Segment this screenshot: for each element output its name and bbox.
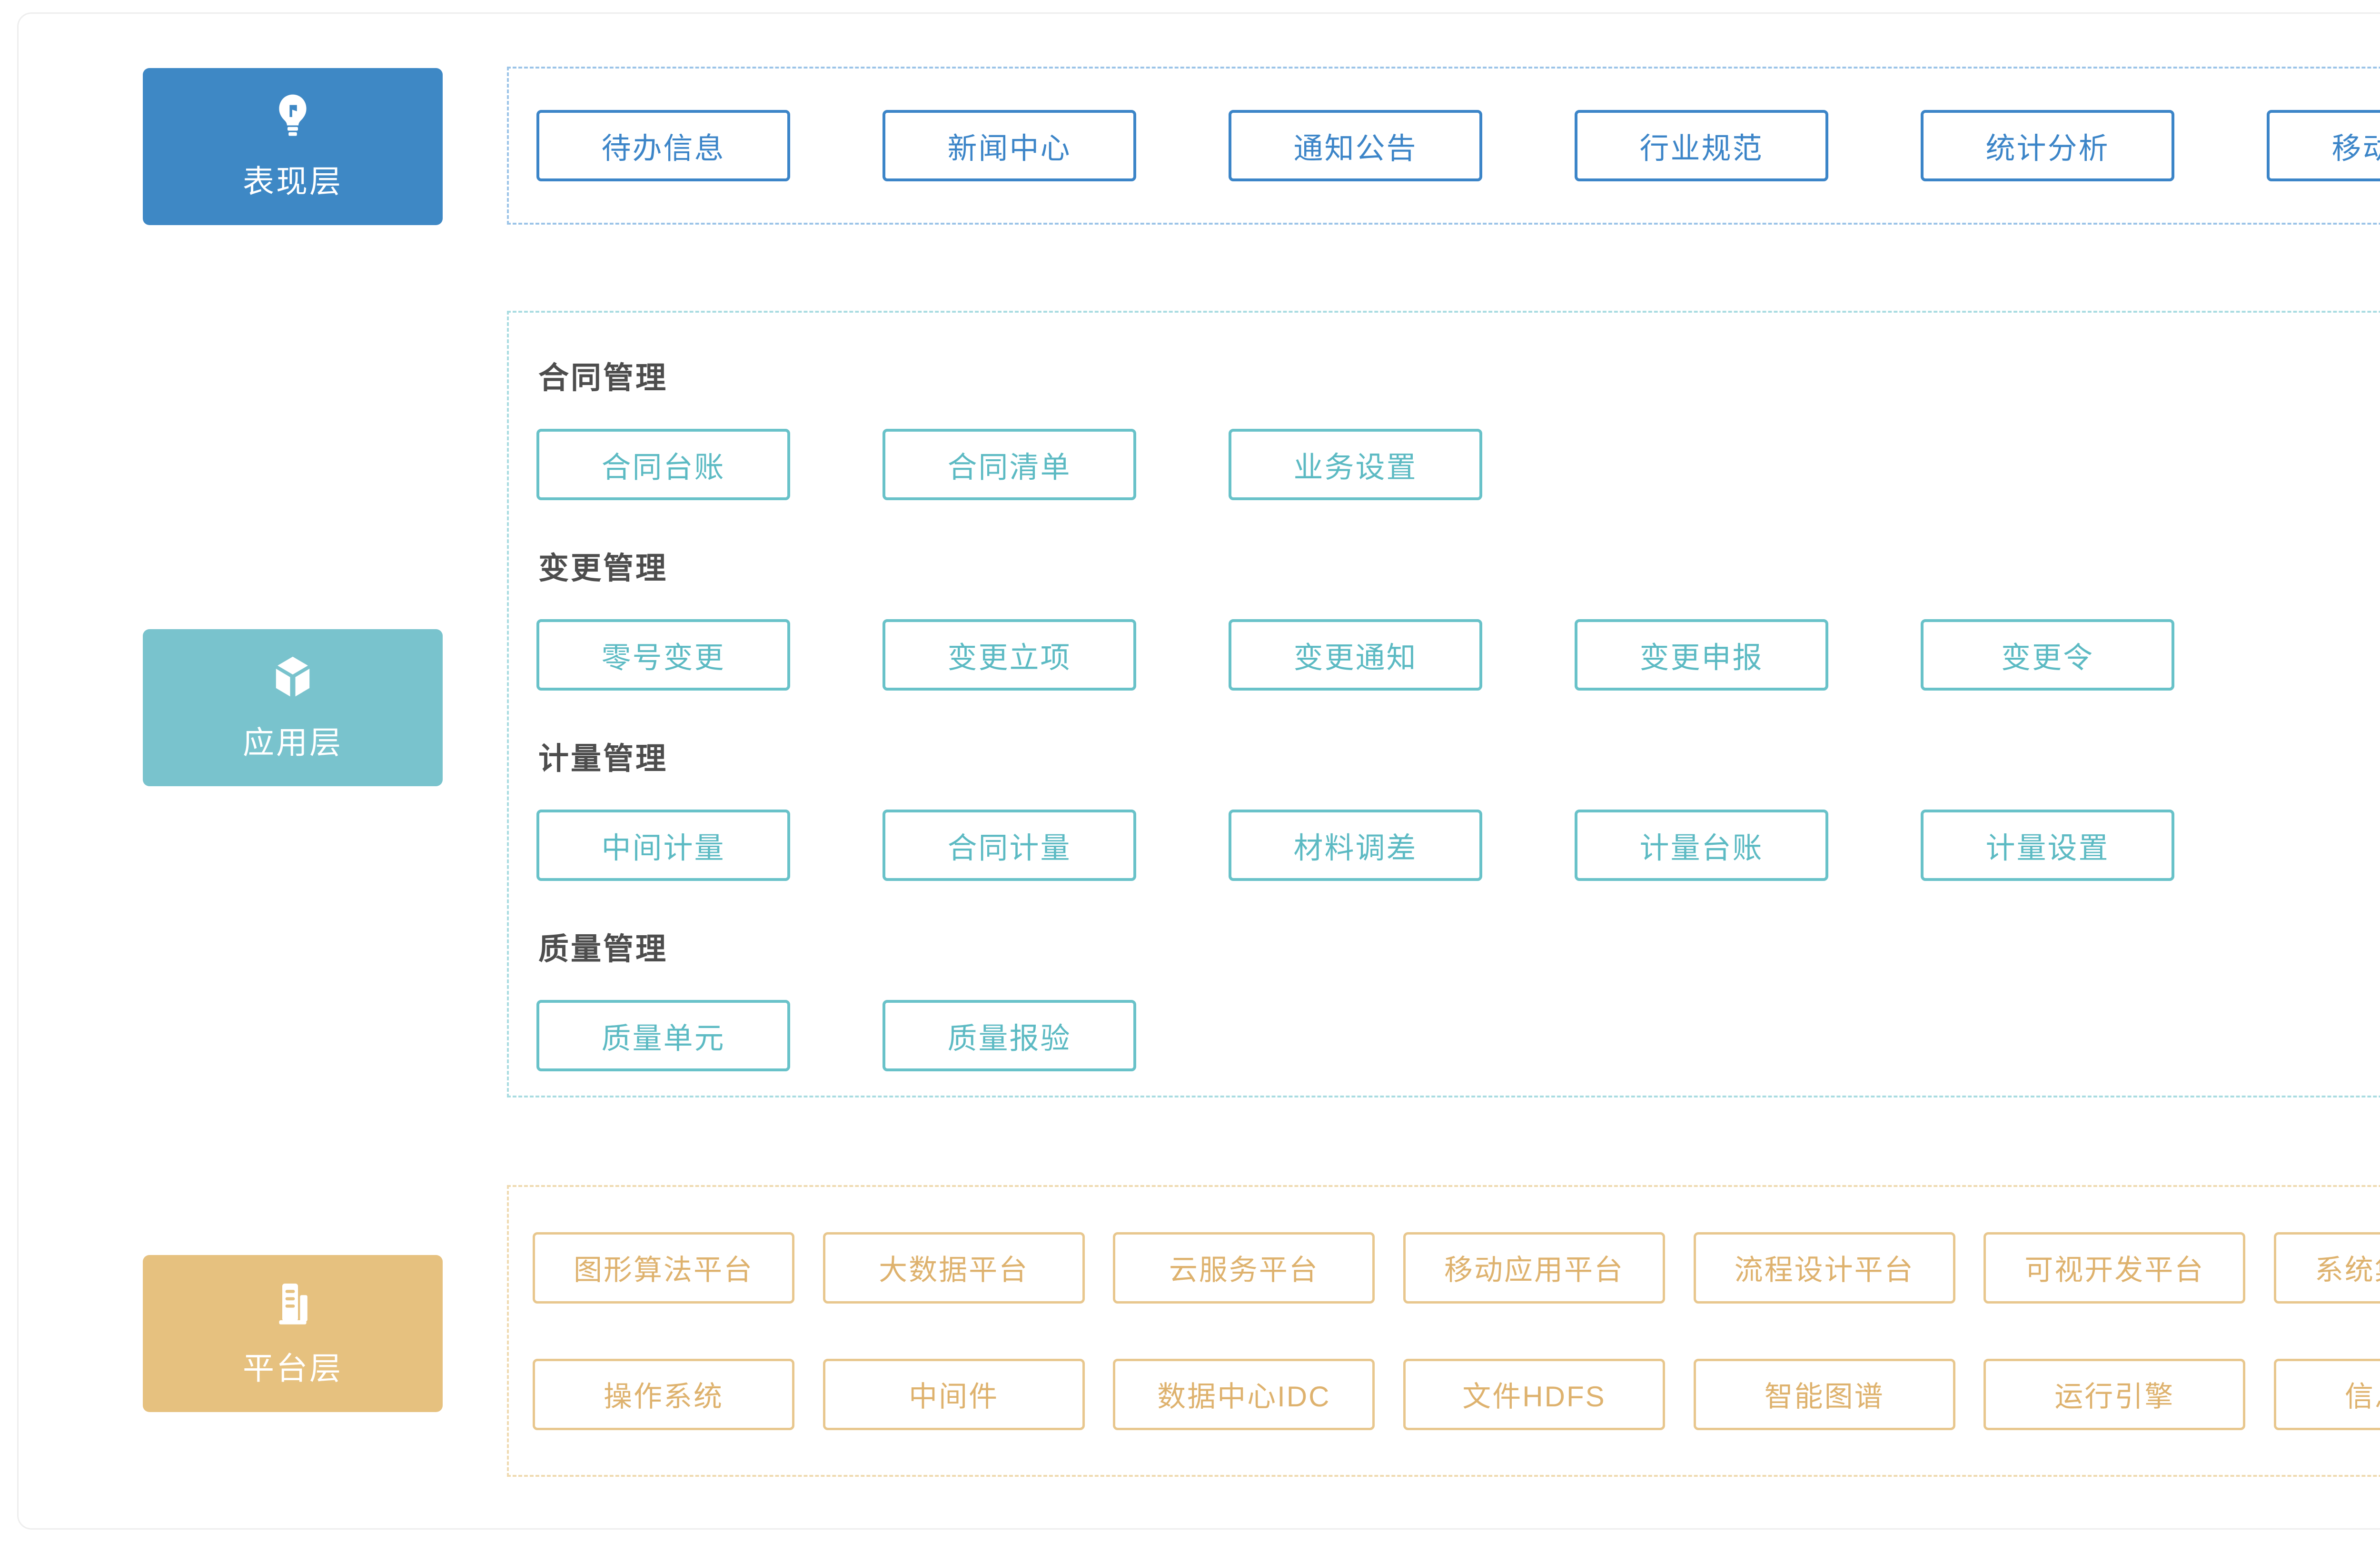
module-chip[interactable]: 运行引擎	[1983, 1358, 2246, 1430]
module-chip[interactable]: 材料调差	[1229, 810, 1482, 881]
module-chip[interactable]: 待办信息	[536, 110, 790, 181]
group-title: 计量管理	[538, 741, 668, 776]
group-row: 质量单元 质量报验	[536, 1000, 2380, 1071]
module-group: 计量管理 中间计量 合同计量 材料调差 计量台账 计量设置	[536, 734, 2380, 881]
module-chip[interactable]: 移动应用平台	[1403, 1232, 1665, 1304]
module-chip[interactable]: 大数据平台	[823, 1232, 1085, 1304]
group-row: 合同台账 合同清单 业务设置	[536, 429, 2380, 500]
module-group: 合同管理 合同台账 合同清单 业务设置	[536, 354, 2380, 500]
platform-row: 图形算法平台 大数据平台 云服务平台 移动应用平台 流程设计平台 可视开发平台 …	[533, 1232, 2380, 1304]
module-chip[interactable]: 零号变更	[536, 619, 790, 691]
layer-label: 平台层	[243, 1351, 343, 1386]
cube-icon	[276, 656, 310, 697]
module-chip[interactable]: 业务设置	[1229, 429, 1482, 500]
module-chip[interactable]: 文件HDFS	[1403, 1358, 1665, 1430]
buildings-icon	[279, 1284, 307, 1325]
module-chip[interactable]: 合同计量	[883, 810, 1136, 881]
module-chip[interactable]: 通知公告	[1229, 110, 1482, 181]
layer-label: 表现层	[243, 164, 343, 199]
module-group: 变更管理 零号变更 变更立项 变更通知 变更申报 变更令	[536, 544, 2380, 691]
layer-box-platform: 平台层	[143, 1255, 443, 1412]
module-chip[interactable]: 变更立项	[883, 619, 1136, 691]
module-chip[interactable]: 变更申报	[1575, 619, 1828, 691]
module-chip[interactable]: 移动应用	[2267, 110, 2380, 181]
module-chip[interactable]: 云服务平台	[1113, 1232, 1375, 1304]
platform-zone: 图形算法平台 大数据平台 云服务平台 移动应用平台 流程设计平台 可视开发平台 …	[507, 1185, 2380, 1477]
module-chip[interactable]: 计量设置	[1921, 810, 2174, 881]
module-chip[interactable]: 质量报验	[883, 1000, 1136, 1071]
group-row: 零号变更 变更立项 变更通知 变更申报 变更令	[536, 619, 2380, 691]
group-title: 合同管理	[538, 361, 668, 395]
application-zone: 合同管理 合同台账 合同清单 业务设置 变更管理 零号变更 变更立项 变更通知 …	[507, 311, 2380, 1097]
module-chip[interactable]: 合同清单	[883, 429, 1136, 500]
module-chip[interactable]: 合同台账	[536, 429, 790, 500]
module-chip[interactable]: 系统集成平台	[2273, 1232, 2380, 1304]
module-chip[interactable]: 流程设计平台	[1693, 1232, 1955, 1304]
module-chip[interactable]: 操作系统	[533, 1358, 794, 1430]
group-title: 变更管理	[538, 551, 668, 585]
presentation-zone: 待办信息 新闻中心 通知公告 行业规范 统计分析 移动应用	[507, 67, 2380, 225]
platform-row: 操作系统 中间件 数据中心IDC 文件HDFS 智能图谱 运行引擎 信息安全	[533, 1358, 2380, 1430]
module-chip[interactable]: 新闻中心	[883, 110, 1136, 181]
module-chip[interactable]: 变更通知	[1229, 619, 1482, 691]
module-chip[interactable]: 智能图谱	[1693, 1358, 1955, 1430]
module-chip[interactable]: 中间计量	[536, 810, 790, 881]
module-chip[interactable]: 统计分析	[1921, 110, 2174, 181]
layer-label: 应用层	[243, 725, 343, 760]
module-chip[interactable]: 质量单元	[536, 1000, 790, 1071]
group-title: 质量管理	[538, 932, 668, 966]
module-chip[interactable]: 数据中心IDC	[1113, 1358, 1375, 1430]
layer-box-presentation: 表现层	[143, 68, 443, 225]
module-chip[interactable]: 可视开发平台	[1983, 1232, 2246, 1304]
layer-box-application: 应用层	[143, 629, 443, 786]
module-chip[interactable]: 变更令	[1921, 619, 2174, 691]
module-group: 质量管理 质量单元 质量报验	[536, 925, 2380, 1071]
group-row: 中间计量 合同计量 材料调差 计量台账 计量设置	[536, 810, 2380, 881]
module-chip[interactable]: 图形算法平台	[533, 1232, 794, 1304]
module-chip[interactable]: 行业规范	[1575, 110, 1828, 181]
module-chip[interactable]: 中间件	[823, 1358, 1085, 1430]
module-chip[interactable]: 计量台账	[1575, 810, 1828, 881]
lightbulb-icon	[279, 94, 307, 136]
module-chip[interactable]: 信息安全	[2273, 1358, 2380, 1430]
